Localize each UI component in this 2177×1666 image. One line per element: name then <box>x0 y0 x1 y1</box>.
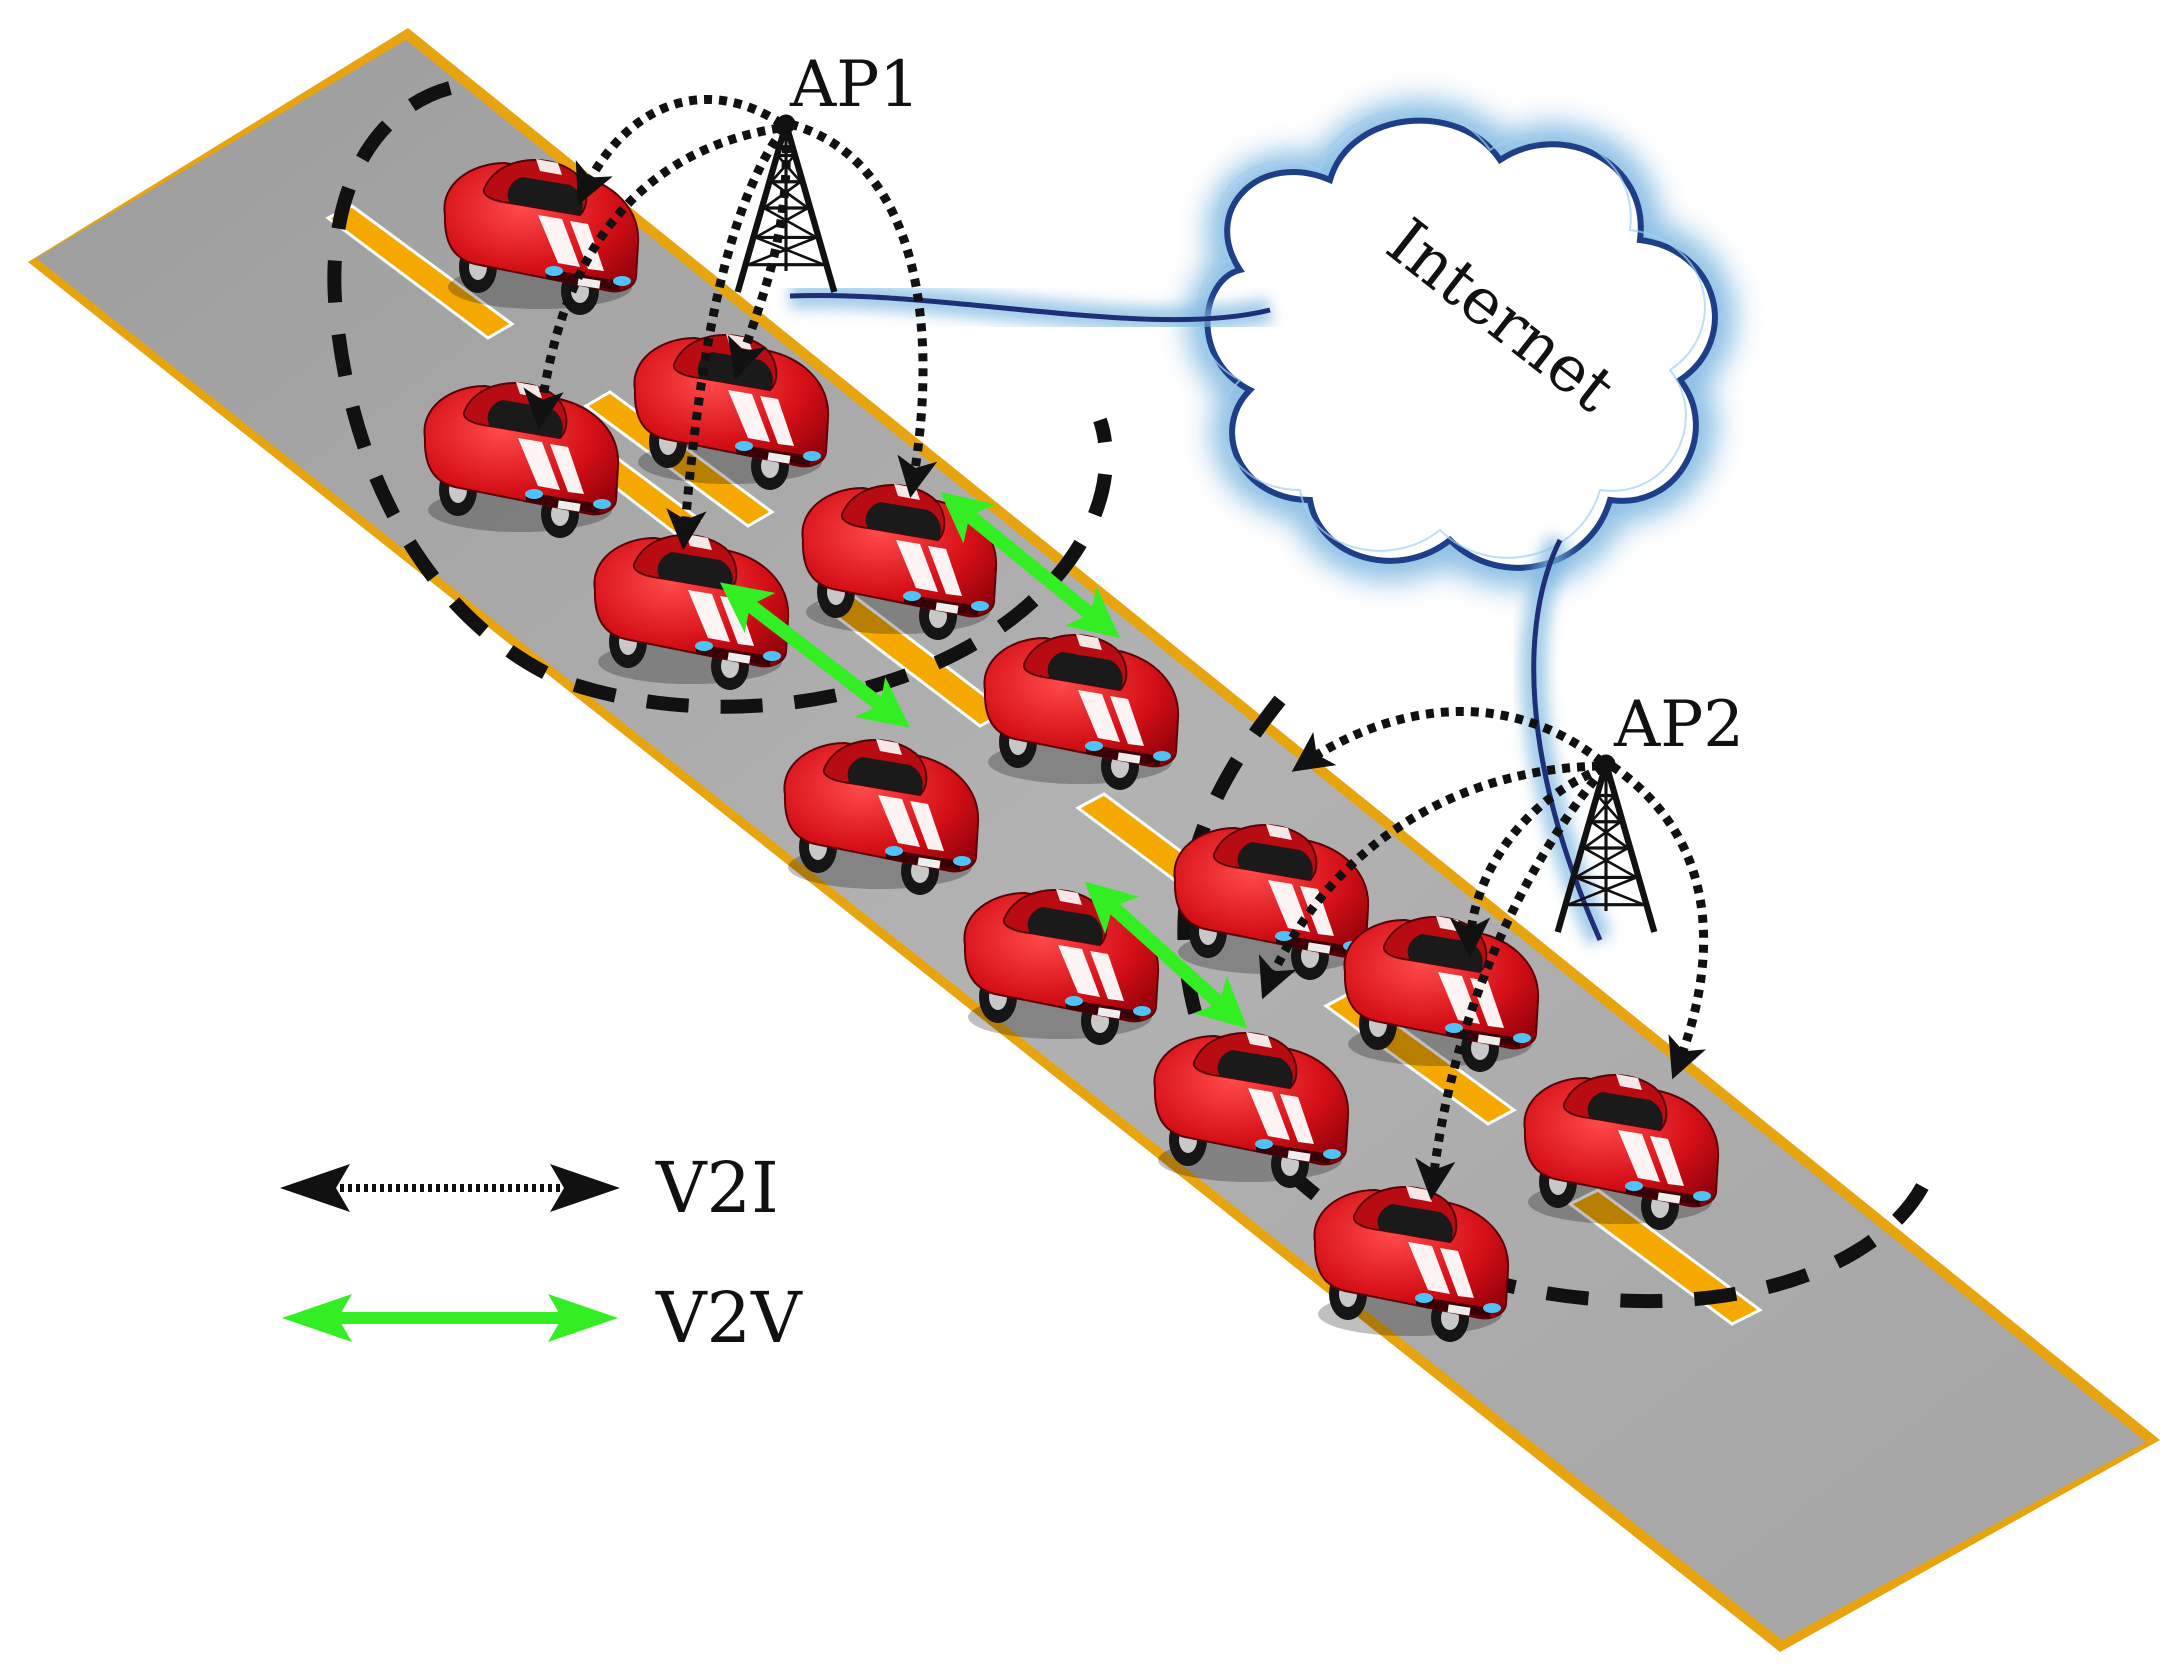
network-cable <box>789 282 1612 946</box>
radio-tower-icon <box>738 115 835 292</box>
ap2-label: AP2 <box>1613 688 1744 762</box>
ap1-label: AP1 <box>789 48 920 122</box>
legend-v2i-label: V2I <box>655 1147 779 1229</box>
car-icon <box>443 158 640 316</box>
legend-v2v-label: V2V <box>655 1277 803 1359</box>
legend-v2v-arrow <box>282 1294 618 1342</box>
v2i-links <box>523 95 1709 1201</box>
road <box>28 28 2160 1652</box>
v2v-links <box>719 492 1248 1029</box>
legend: V2I V2V <box>280 1147 803 1359</box>
legend-v2i-arrow <box>280 1164 620 1212</box>
cloud-icon <box>1187 100 1735 588</box>
